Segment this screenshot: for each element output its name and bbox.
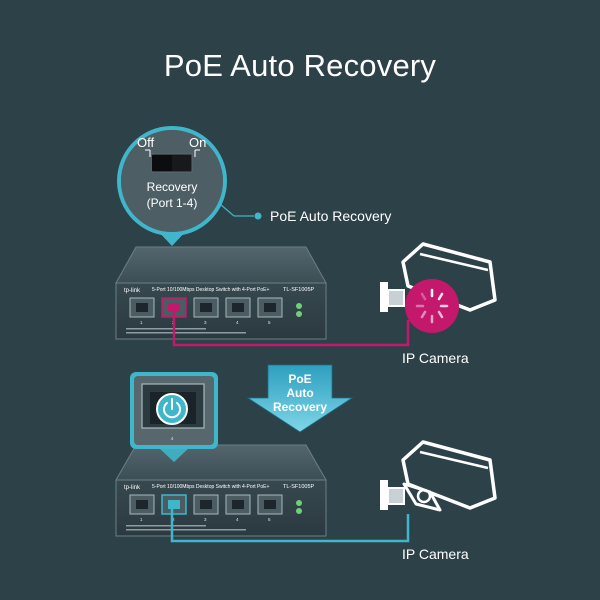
port-closeup: 4 bbox=[130, 372, 218, 449]
power-led bbox=[296, 500, 302, 506]
switch-model: TL-SF1005P bbox=[283, 287, 315, 293]
port-socket bbox=[232, 303, 244, 312]
switch-brand: tp-link bbox=[124, 485, 141, 491]
plugged-cable-magenta bbox=[168, 303, 180, 312]
plugged-cable-teal bbox=[168, 500, 180, 509]
label-strip bbox=[126, 529, 246, 531]
ethernet-cable-recovered bbox=[170, 506, 410, 543]
switch-description: 5-Port 10/100Mbps Desktop Switch with 4-… bbox=[152, 287, 269, 293]
port-socket bbox=[232, 500, 244, 509]
port-socket bbox=[200, 303, 212, 312]
switch-caption-line1: Recovery bbox=[146, 180, 198, 194]
port-number: 4 bbox=[236, 320, 239, 325]
port-number: 3 bbox=[204, 517, 207, 522]
switch-description: 5-Port 10/100Mbps Desktop Switch with 4-… bbox=[152, 484, 269, 490]
port-number: 1 bbox=[140, 517, 143, 522]
port-socket bbox=[200, 500, 212, 509]
port-socket bbox=[264, 500, 276, 509]
ip-camera-bottom bbox=[380, 440, 497, 512]
port-socket bbox=[136, 303, 148, 312]
dip-switch-knob bbox=[152, 155, 172, 171]
poe-auto-recovery-callout-label: PoE Auto Recovery bbox=[270, 208, 392, 224]
down-arrow-icon bbox=[246, 364, 354, 433]
switch-ports bbox=[129, 297, 283, 318]
power-icon-arc bbox=[163, 402, 181, 419]
power-led bbox=[296, 303, 302, 309]
switch-model: TL-SF1005P bbox=[283, 484, 315, 490]
arrow-label-line3: Recovery bbox=[273, 400, 327, 414]
switch-off-label: Off bbox=[137, 135, 155, 150]
switch-caption-line2: (Port 1-4) bbox=[146, 196, 198, 210]
ethernet-cable-faulty bbox=[172, 309, 410, 347]
switch-brand: tp-link bbox=[124, 288, 141, 294]
port-socket bbox=[264, 303, 276, 312]
port-number: 3 bbox=[204, 320, 207, 325]
fault-indicator bbox=[405, 279, 459, 333]
port-number: 1 bbox=[140, 320, 143, 325]
port-number: 5 bbox=[268, 517, 271, 522]
switch-ports bbox=[129, 494, 283, 515]
closeup-pointer bbox=[158, 447, 190, 462]
loading-spinner-icon bbox=[415, 288, 449, 324]
arrow-label-line2: Auto bbox=[286, 386, 313, 400]
arrow-label-line1: PoE bbox=[288, 372, 311, 386]
label-strip bbox=[126, 525, 206, 527]
dip-switch-closeup bbox=[117, 126, 227, 236]
switch-bottom: tp-link 5-Port 10/100Mbps Desktop Switch… bbox=[115, 444, 327, 537]
switch-on-label: On bbox=[189, 135, 207, 150]
port-number: 4 bbox=[236, 517, 239, 522]
ip-camera-bottom-label: IP Camera bbox=[402, 546, 469, 562]
callout-dot bbox=[254, 212, 262, 220]
callout-line bbox=[219, 203, 235, 217]
port-socket bbox=[136, 500, 148, 509]
ip-camera-top-label: IP Camera bbox=[402, 350, 469, 366]
switch-top: tp-link 5-Port 10/100Mbps Desktop Switch… bbox=[115, 246, 327, 340]
page-title: PoE Auto Recovery bbox=[163, 48, 437, 83]
label-strip bbox=[126, 332, 246, 334]
camera-lens-icon bbox=[416, 488, 432, 504]
poe-led bbox=[296, 508, 302, 514]
label-strip bbox=[126, 328, 206, 330]
ip-camera-top bbox=[380, 242, 497, 333]
poe-led bbox=[296, 311, 302, 317]
recovery-arrow: PoE Auto Recovery bbox=[246, 364, 354, 433]
port-number: 5 bbox=[268, 320, 271, 325]
port-number: 2 bbox=[172, 517, 175, 522]
port-closeup-number: 4 bbox=[171, 436, 174, 441]
